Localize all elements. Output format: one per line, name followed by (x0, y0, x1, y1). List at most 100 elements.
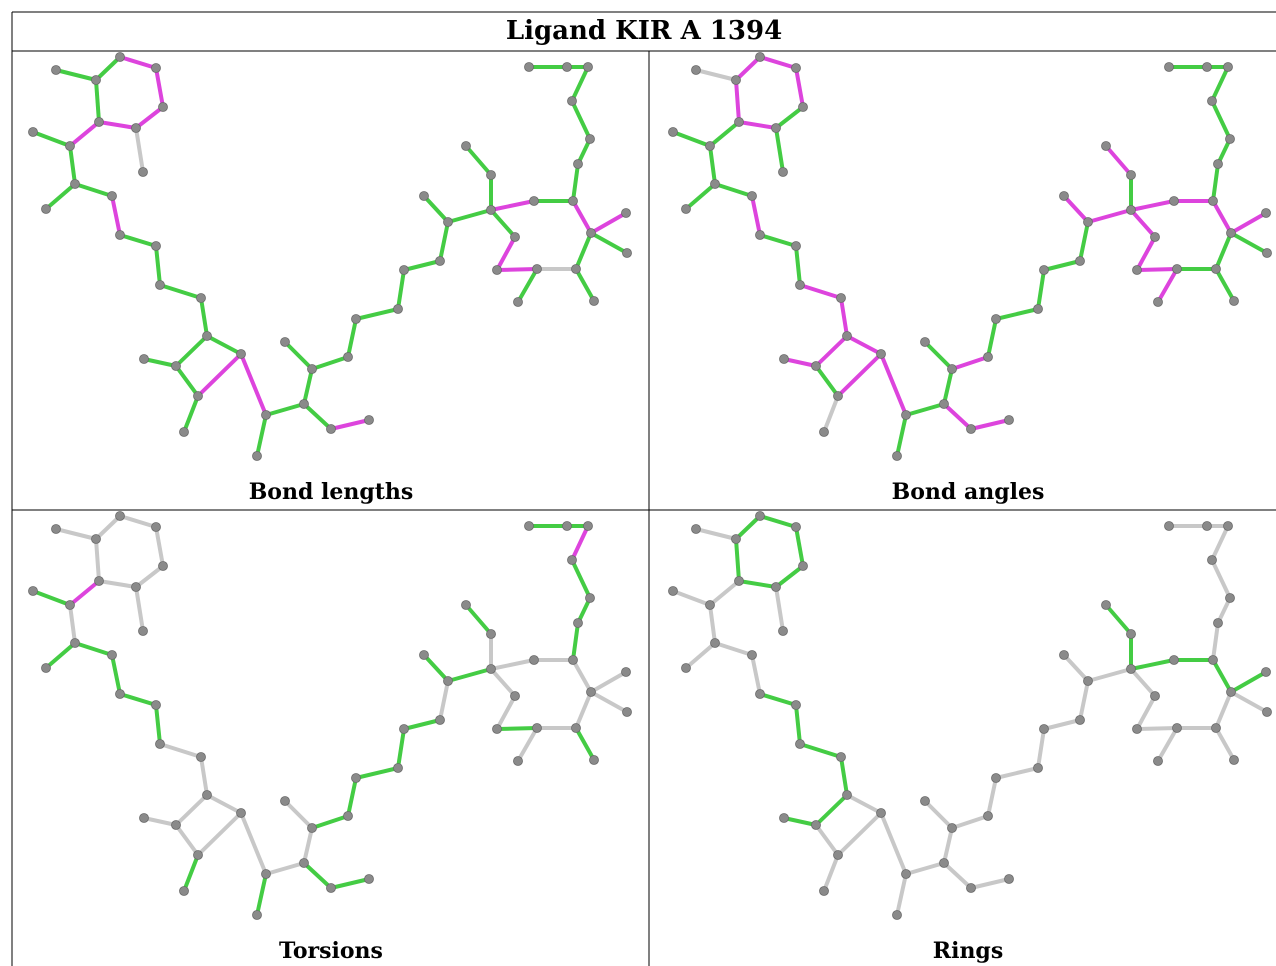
atom (261, 410, 271, 420)
bond (571, 199, 593, 235)
bond (671, 130, 712, 148)
bond (1135, 726, 1179, 731)
atom (131, 123, 141, 133)
atom (755, 511, 765, 521)
atom (668, 586, 678, 596)
bond (994, 307, 1040, 321)
bond (489, 199, 536, 212)
bond (1211, 199, 1233, 235)
atom (115, 52, 125, 62)
atom (833, 850, 843, 860)
atom (307, 823, 317, 833)
atom (1059, 191, 1069, 201)
atom (41, 663, 51, 673)
atom (202, 790, 212, 800)
atom (589, 296, 599, 306)
atom (568, 196, 578, 206)
atom (419, 191, 429, 201)
bond (44, 182, 77, 211)
bond (1211, 658, 1233, 694)
atom (529, 655, 539, 665)
atom (393, 763, 403, 773)
atom (28, 586, 38, 596)
atom (492, 265, 502, 275)
atom (734, 117, 744, 127)
atom (343, 352, 353, 362)
bond (879, 352, 908, 417)
bond (174, 334, 209, 368)
atom (836, 752, 846, 762)
bond (942, 826, 954, 865)
bond (489, 658, 536, 671)
bond (1156, 726, 1179, 763)
bond (154, 703, 162, 746)
bond (422, 194, 450, 224)
atom (562, 521, 572, 531)
bond (708, 144, 717, 186)
bond (1078, 679, 1090, 722)
bond (1210, 524, 1230, 562)
atom (791, 700, 801, 710)
atom (1150, 691, 1160, 701)
bond (1210, 99, 1232, 141)
atom (155, 739, 165, 749)
bond (774, 105, 805, 130)
atom (771, 123, 781, 133)
atom (1223, 62, 1233, 72)
bond (589, 670, 628, 694)
bond (750, 653, 762, 696)
atom (1229, 755, 1239, 765)
bond (589, 690, 629, 714)
bond (73, 641, 114, 657)
atom (819, 886, 829, 896)
bond (1214, 690, 1233, 730)
atom (621, 208, 631, 218)
bond (329, 418, 371, 431)
bond (264, 402, 306, 417)
atom (94, 117, 104, 127)
bond (1214, 267, 1236, 303)
atom (532, 264, 542, 274)
atom (196, 293, 206, 303)
atom (529, 196, 539, 206)
atom (842, 790, 852, 800)
bond (1129, 199, 1176, 212)
bond (1211, 162, 1220, 203)
bond (774, 585, 785, 633)
panel-label-bond-lengths: Bond lengths (248, 479, 414, 505)
bond (589, 211, 628, 235)
bond (329, 877, 371, 890)
bond (969, 877, 1011, 890)
atom (1075, 256, 1085, 266)
atom (583, 62, 593, 72)
bond (438, 679, 450, 722)
bond (574, 726, 596, 762)
atom (171, 361, 181, 371)
atom (351, 314, 361, 324)
atom (65, 141, 75, 151)
bond (154, 66, 165, 109)
panel-label-torsions: Torsions (279, 938, 383, 964)
atom (1126, 664, 1136, 674)
bond (774, 564, 805, 589)
atom (486, 170, 496, 180)
bond (794, 244, 802, 287)
atom (510, 232, 520, 242)
bond (1129, 658, 1176, 671)
bond (1229, 690, 1269, 714)
atom (280, 796, 290, 806)
atom (1132, 724, 1142, 734)
atom (795, 739, 805, 749)
atom (461, 141, 471, 151)
atom (876, 808, 886, 818)
bond (942, 402, 973, 431)
bond (774, 126, 785, 174)
atom (115, 511, 125, 521)
bond (68, 603, 77, 645)
atom (966, 883, 976, 893)
atom (1207, 96, 1217, 106)
bond (734, 514, 762, 541)
